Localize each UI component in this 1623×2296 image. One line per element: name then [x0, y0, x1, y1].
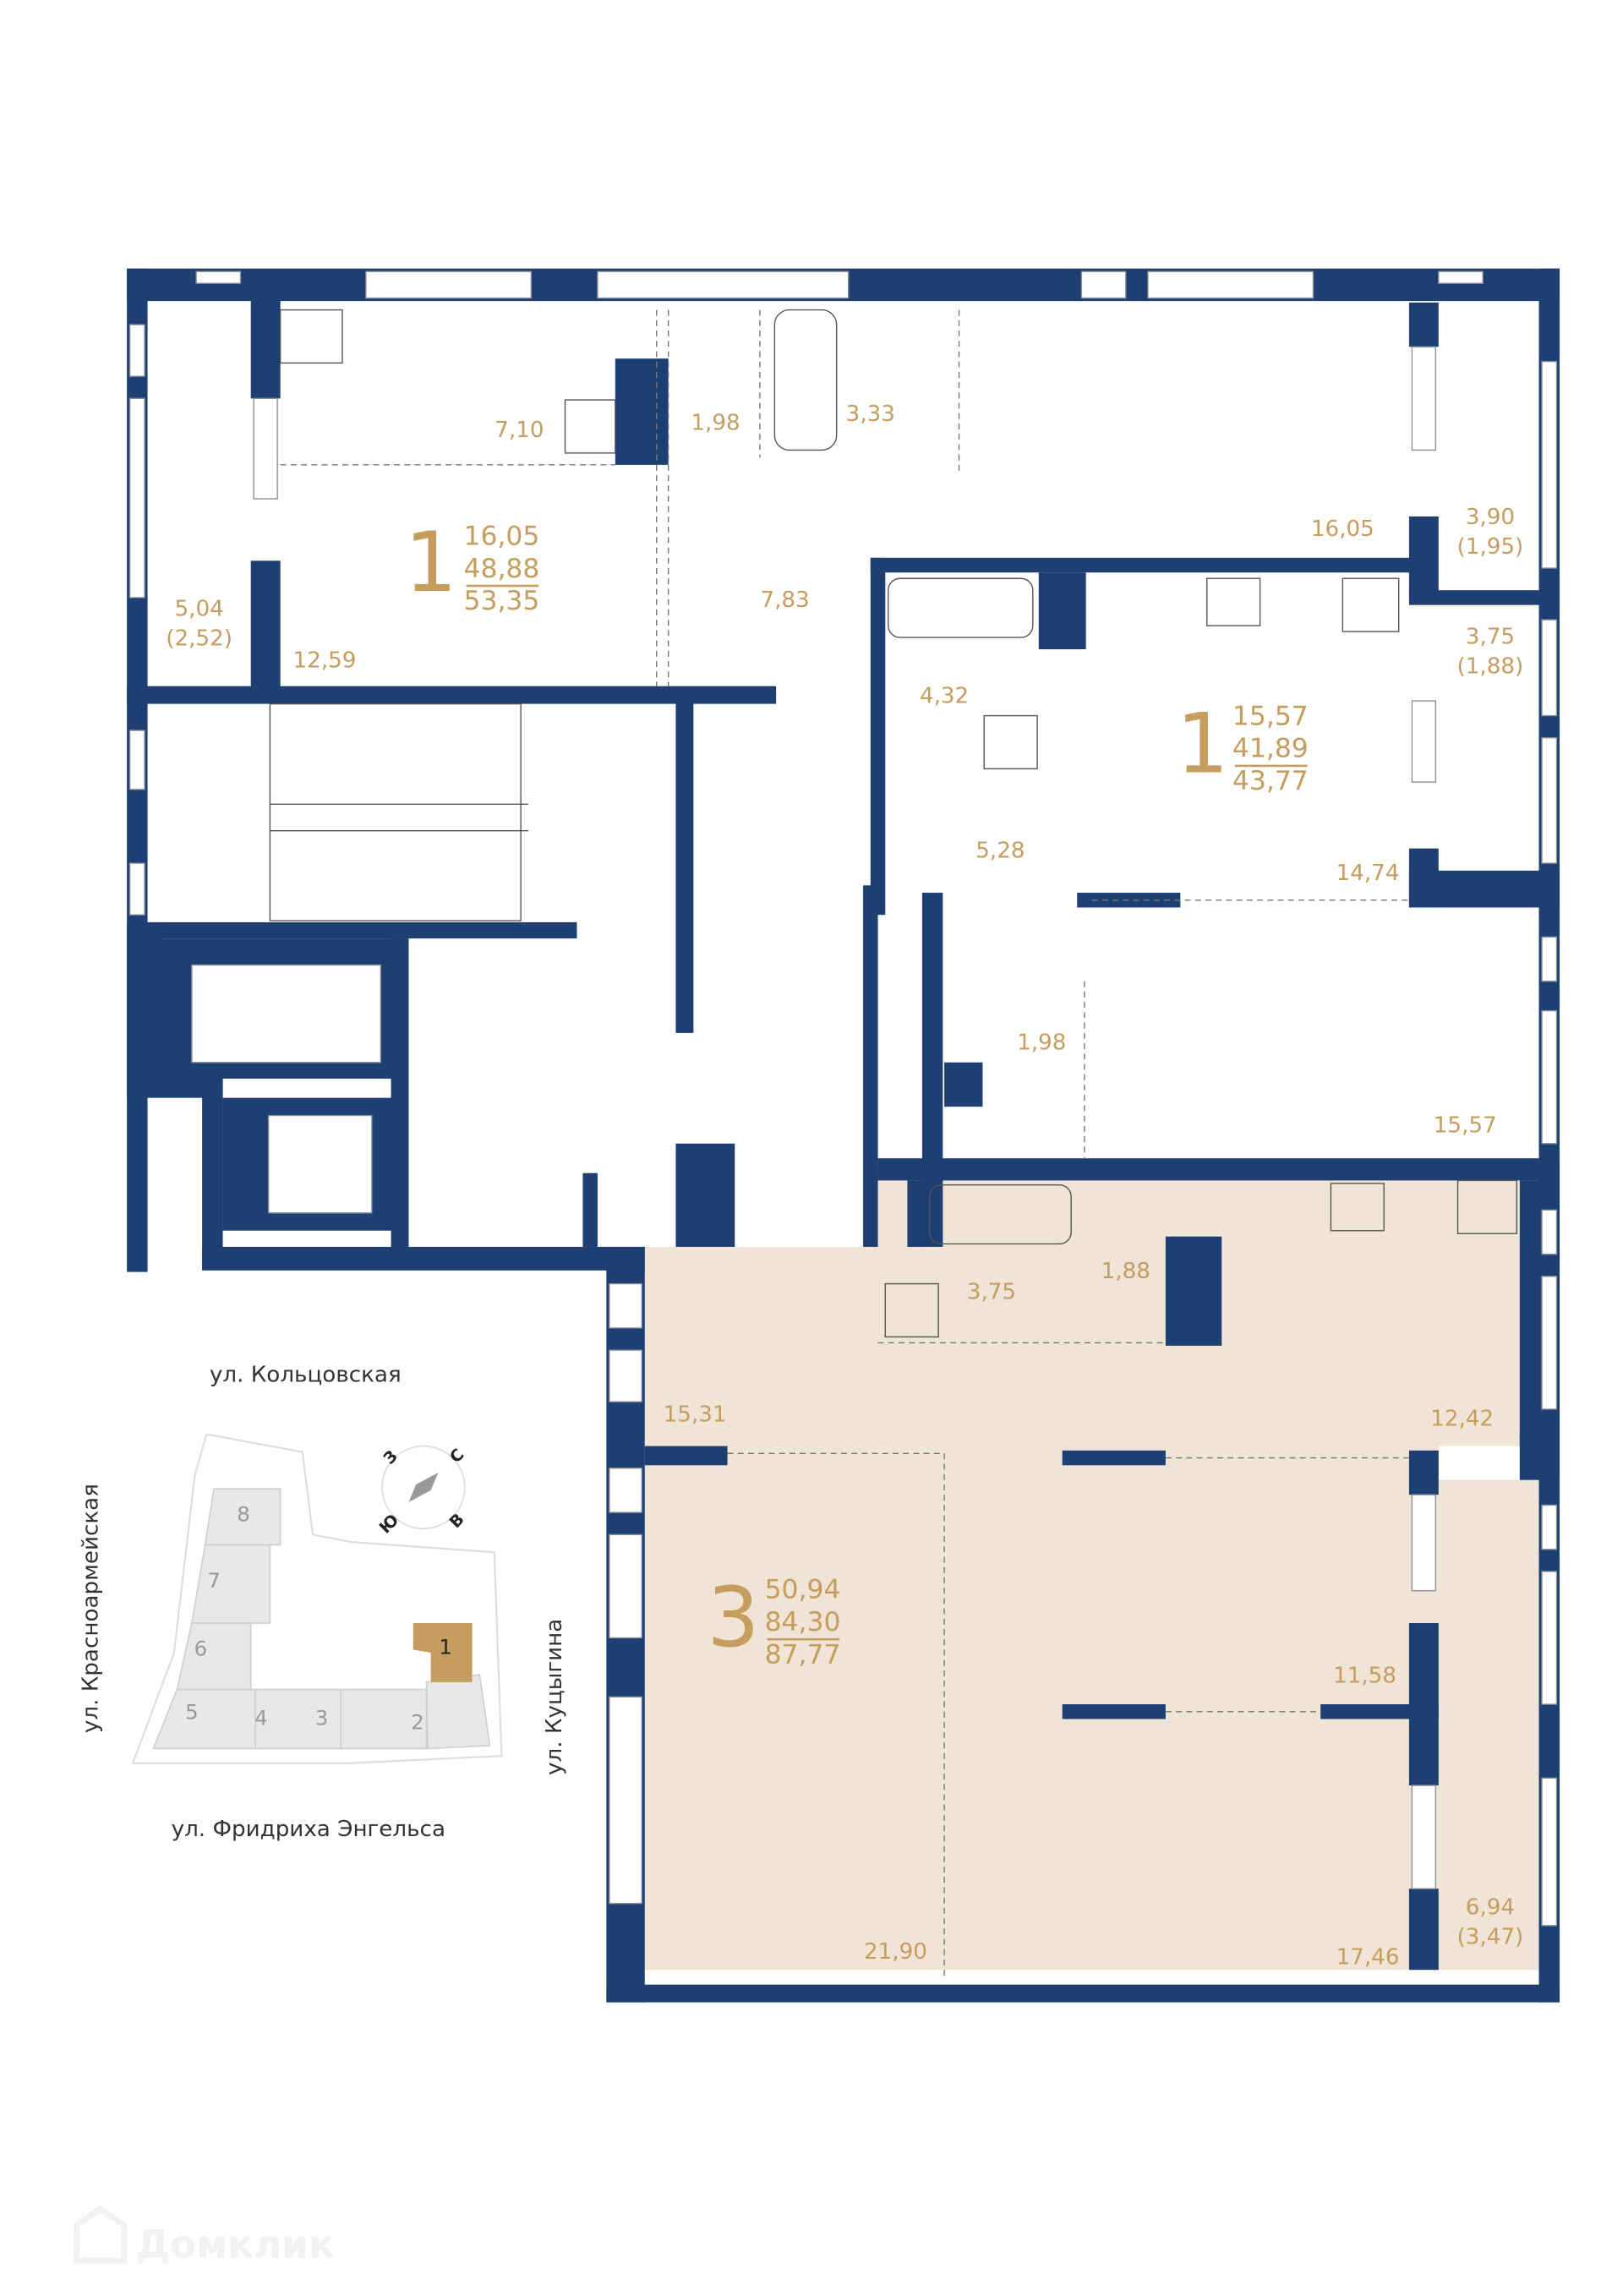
watermark-text: Домклик — [136, 2222, 335, 2267]
domclick-watermark: Домклик — [74, 2205, 335, 2267]
minimap-label-4: 4 — [254, 1705, 268, 1730]
room-area: 1,88 — [1101, 1259, 1150, 1284]
minimap-building-8 — [204, 1488, 281, 1546]
room-area: 14,74 — [1336, 861, 1400, 886]
stairs — [269, 702, 528, 921]
minimap-label-8: 8 — [237, 1502, 250, 1527]
minimap-label-5: 5 — [185, 1700, 199, 1725]
site-minimap: ул. Кольцовская ул. Фридриха Энгельса ул… — [79, 1362, 567, 1842]
minimap-label-3: 3 — [315, 1705, 329, 1730]
total-area: 48,88 — [463, 554, 539, 584]
street-south: ул. Фридриха Энгельса — [172, 1817, 445, 1842]
room-area: 15,57 — [1434, 1112, 1497, 1138]
compass-south: Ю — [375, 1510, 402, 1537]
room-area: 16,05 — [1311, 517, 1374, 542]
minimap-label-6: 6 — [194, 1636, 208, 1660]
compass-north: С — [445, 1445, 467, 1467]
room-area: 12,42 — [1430, 1407, 1494, 1432]
room-area: 7,10 — [495, 418, 544, 443]
total-area: 41,89 — [1232, 734, 1309, 764]
minimap-label-2: 2 — [411, 1710, 424, 1735]
balcony-area-reduced: (3,47) — [1457, 1924, 1524, 1949]
balcony-area-reduced: (2,52) — [166, 626, 232, 651]
total-area-with-balcony: 53,35 — [463, 586, 539, 616]
total-area: 84,30 — [765, 1607, 841, 1637]
minimap-building-selected — [413, 1623, 473, 1682]
room-area-labels: 7,10 1,98 3,33 16,05 3,90 (1,95) 5,04 (2… — [166, 402, 1523, 1971]
balcony-area: 3,75 — [1466, 625, 1515, 650]
room-area: 1,98 — [691, 410, 740, 435]
room-area: 7,83 — [760, 588, 809, 613]
balcony-area-reduced: (1,95) — [1457, 534, 1524, 560]
living-area: 15,57 — [1232, 701, 1309, 731]
minimap-label-1: 1 — [439, 1635, 452, 1659]
street-north: ул. Кольцовская — [210, 1362, 402, 1387]
rooms-count: 3 — [707, 1570, 759, 1666]
rooms-count: 1 — [1176, 697, 1228, 793]
room-area: 4,32 — [920, 683, 969, 708]
rooms-count: 1 — [405, 515, 457, 611]
apartment-1b-label[interactable]: 1 15,57 41,89 43,77 — [1176, 697, 1308, 797]
windows — [128, 271, 1558, 1927]
minimap-label-7: 7 — [207, 1568, 221, 1593]
total-area-with-balcony: 87,77 — [765, 1639, 841, 1670]
dashed-partitions — [280, 309, 1409, 1977]
room-area: 3,33 — [846, 402, 895, 427]
room-area: 5,28 — [975, 839, 1025, 864]
compass-icon: С В Ю З — [375, 1445, 468, 1538]
balcony-area: 5,04 — [174, 596, 223, 621]
room-area: 1,98 — [1017, 1030, 1066, 1056]
living-area: 50,94 — [765, 1575, 841, 1605]
balcony-area: 3,90 — [1466, 505, 1515, 530]
apartment-3-highlight[interactable] — [644, 1176, 1539, 1971]
room-area: 11,58 — [1333, 1663, 1396, 1688]
street-west: ул. Красноармейская — [79, 1484, 104, 1733]
room-area: 17,46 — [1336, 1945, 1400, 1971]
room-area: 15,31 — [664, 1402, 727, 1427]
apartment-1a-label[interactable]: 1 16,05 48,88 53,35 — [405, 515, 540, 616]
balcony-area-reduced: (1,88) — [1457, 653, 1524, 679]
room-area: 12,59 — [293, 648, 357, 674]
apartment-3-label[interactable]: 3 50,94 84,30 87,77 — [707, 1570, 840, 1670]
compass-west: З — [380, 1446, 402, 1468]
fixtures — [279, 309, 1518, 1338]
room-area: 21,90 — [864, 1939, 927, 1965]
compass-east: В — [445, 1510, 468, 1533]
balcony-area: 6,94 — [1466, 1894, 1515, 1920]
total-area-with-balcony: 43,77 — [1232, 766, 1309, 796]
room-area: 3,75 — [967, 1280, 1016, 1305]
street-east: ул. Куцыгина — [542, 1619, 567, 1775]
living-area: 16,05 — [463, 521, 539, 551]
